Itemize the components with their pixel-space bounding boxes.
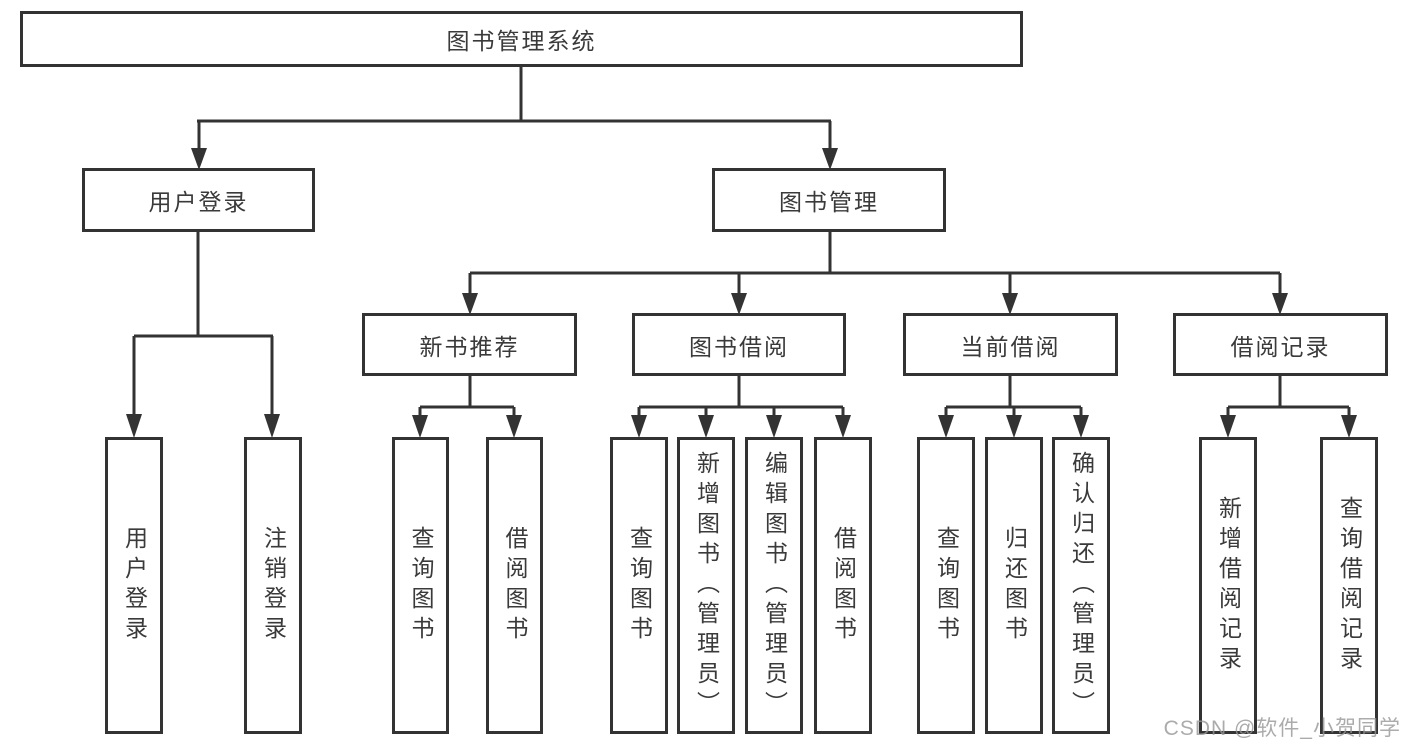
connector-lines xyxy=(132,67,1351,418)
watermark-text: CSDN @软件_小贺同学 xyxy=(1163,717,1401,740)
node-leaf-borrow-books-2: 借阅图书 xyxy=(814,437,872,734)
node-label: 用户登录 xyxy=(148,189,249,215)
node-leaf-user-login: 用户登录 xyxy=(105,437,163,734)
node-leaf-return-books: 归还图书 xyxy=(985,437,1043,734)
node-label: 新增图书（管理员） xyxy=(693,450,720,721)
node-label: 新书推荐 xyxy=(419,333,520,360)
node-label: 查询借阅记录 xyxy=(1336,495,1363,676)
node-book-management: 图书管理 xyxy=(712,168,946,232)
connector-arrowheads xyxy=(126,148,1357,438)
node-label: 当前借阅 xyxy=(960,333,1061,360)
node-label: 归还图书 xyxy=(1001,525,1028,646)
node-book-borrowing: 图书借阅 xyxy=(632,313,846,376)
node-label: 注销登录 xyxy=(260,525,287,646)
node-label: 用户登录 xyxy=(121,525,148,646)
node-leaf-query-books-1: 查询图书 xyxy=(392,437,449,734)
node-label: 借阅图书 xyxy=(830,525,857,646)
node-leaf-add-books-admin: 新增图书（管理员） xyxy=(677,437,735,734)
node-library-management-system: 图书管理系统 xyxy=(20,11,1023,67)
node-borrowing-records: 借阅记录 xyxy=(1173,313,1388,376)
node-leaf-edit-books-admin: 编辑图书（管理员） xyxy=(745,437,803,734)
node-label: 借阅记录 xyxy=(1230,333,1331,360)
node-label: 图书管理系统 xyxy=(446,28,597,54)
node-label: 查询图书 xyxy=(933,525,960,646)
node-label: 查询图书 xyxy=(626,525,653,646)
node-leaf-query-books-2: 查询图书 xyxy=(610,437,668,734)
node-label: 编辑图书（管理员） xyxy=(761,450,788,721)
node-label: 图书借阅 xyxy=(689,333,789,360)
node-user-login: 用户登录 xyxy=(82,168,315,232)
node-current-borrowing: 当前借阅 xyxy=(903,313,1118,376)
node-label: 查询图书 xyxy=(408,525,434,646)
node-label: 图书管理 xyxy=(779,189,879,215)
node-label: 确认归还（管理员） xyxy=(1068,450,1095,721)
node-leaf-query-books-3: 查询图书 xyxy=(917,437,975,734)
node-leaf-confirm-return-admin: 确认归还（管理员） xyxy=(1052,437,1110,734)
node-leaf-logout: 注销登录 xyxy=(244,437,302,734)
node-leaf-borrow-books-1: 借阅图书 xyxy=(486,437,543,734)
node-new-book-recommendation: 新书推荐 xyxy=(362,313,577,376)
node-leaf-query-borrow-record: 查询借阅记录 xyxy=(1320,437,1378,734)
node-label: 新增借阅记录 xyxy=(1215,495,1242,676)
node-leaf-add-borrow-record: 新增借阅记录 xyxy=(1199,437,1257,734)
node-label: 借阅图书 xyxy=(502,525,528,646)
